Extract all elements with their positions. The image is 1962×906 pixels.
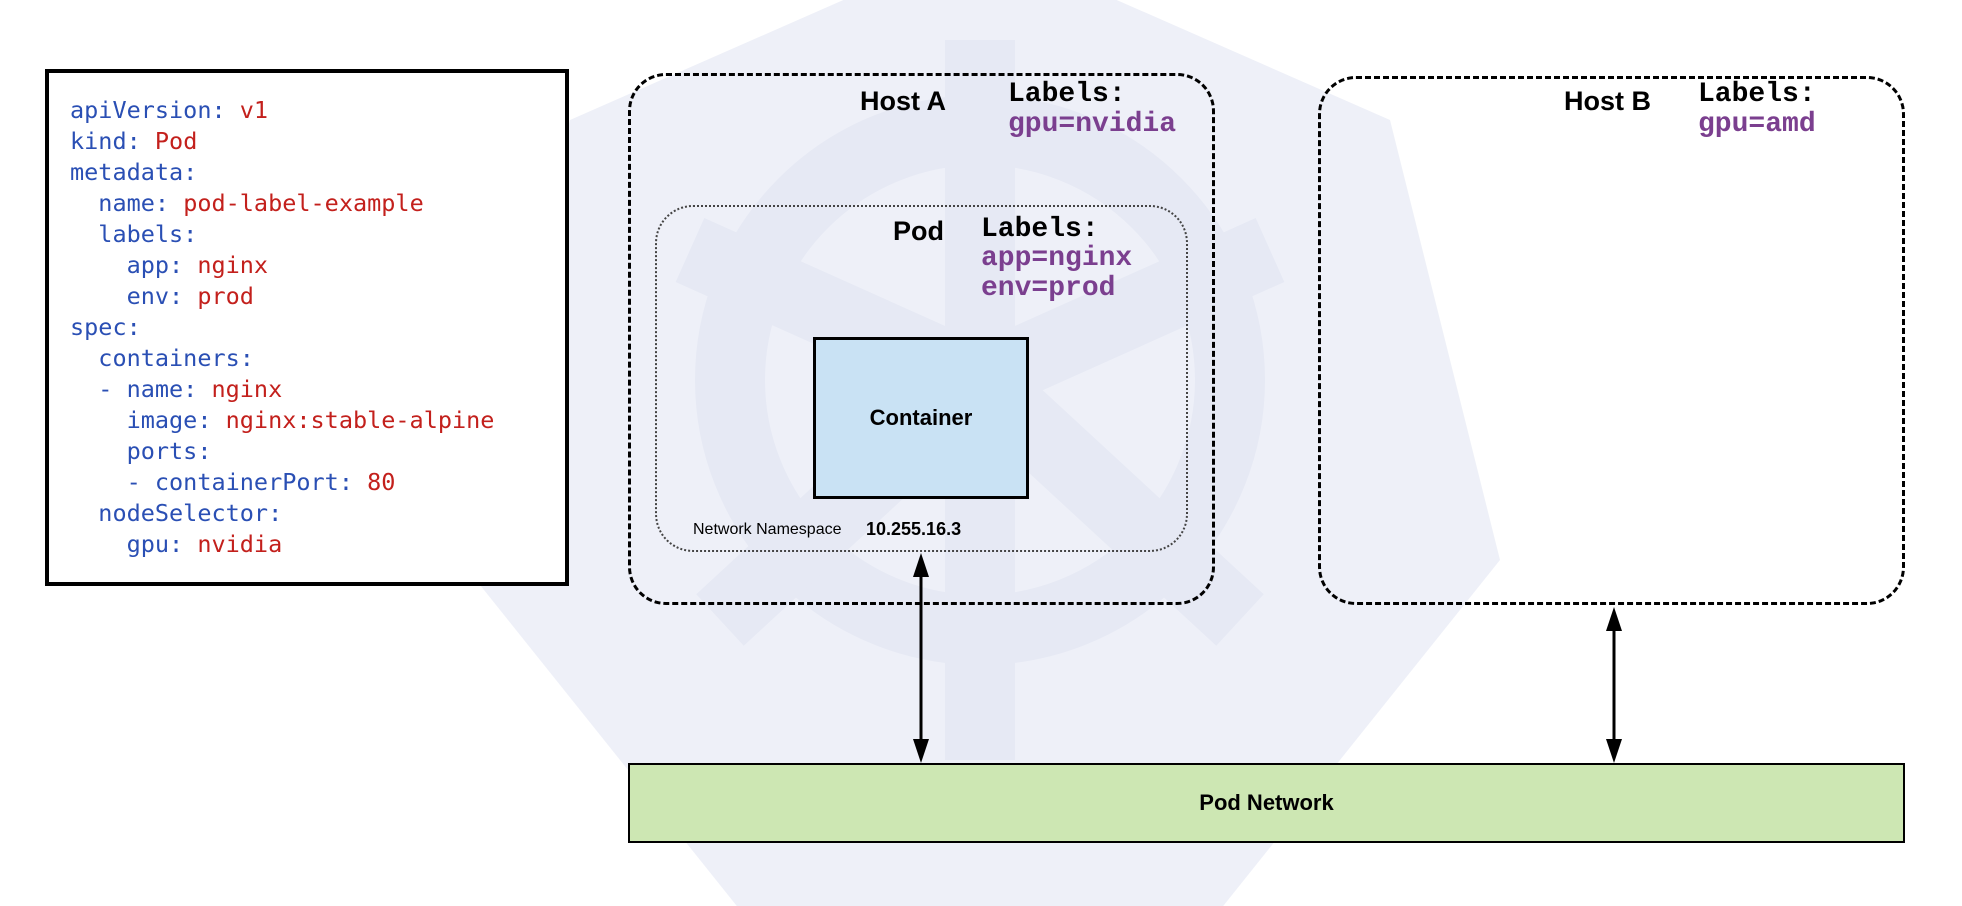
yaml-line: - containerPort: 80 [126,468,396,496]
host-a-title: Host A [860,86,946,116]
yaml-line: containers: [98,344,254,372]
pod-title: Pod [893,216,944,246]
pod-manifest-yaml: apiVersion: v1 kind: Pod metadata: name:… [45,69,569,586]
yaml-line: image: nginx:stable-alpine [126,406,495,434]
yaml-line: kind: Pod [70,127,198,155]
yaml-line: - name: nginx [98,375,283,403]
yaml-line: env: prod [126,282,254,310]
host-b-to-network-arrow [1606,607,1622,763]
host-b-label-gpu: gpu=amd [1698,109,1816,140]
pod-boundary [655,205,1188,552]
yaml-line: ports: [126,437,212,465]
pod-label-app: app=nginx [981,243,1133,274]
container-box: Container [813,337,1029,499]
yaml-line: nodeSelector: [98,499,283,527]
yaml-line: name: pod-label-example [98,189,424,217]
yaml-line: apiVersion: v1 [70,96,269,124]
yaml-line: gpu: nvidia [126,530,283,558]
host-a-labels-heading: Labels: [1008,79,1126,110]
host-b-node [1318,76,1905,605]
yaml-line: app: nginx [126,251,269,279]
pod-labels-heading: Labels: [981,214,1099,245]
pod-label-env: env=prod [981,273,1116,304]
yaml-line: metadata: [70,158,198,186]
pod-network-bar: Pod Network [628,763,1905,843]
pod-to-network-arrow [913,553,929,763]
host-b-labels-heading: Labels: [1698,79,1816,110]
host-b-title: Host B [1564,86,1651,116]
pod-ip-address: 10.255.16.3 [866,519,962,539]
network-namespace-label: Network Namespace [693,521,842,538]
host-a-label-gpu: gpu=nvidia [1008,109,1177,140]
yaml-line: spec: [70,313,141,341]
yaml-line: labels: [98,220,198,248]
